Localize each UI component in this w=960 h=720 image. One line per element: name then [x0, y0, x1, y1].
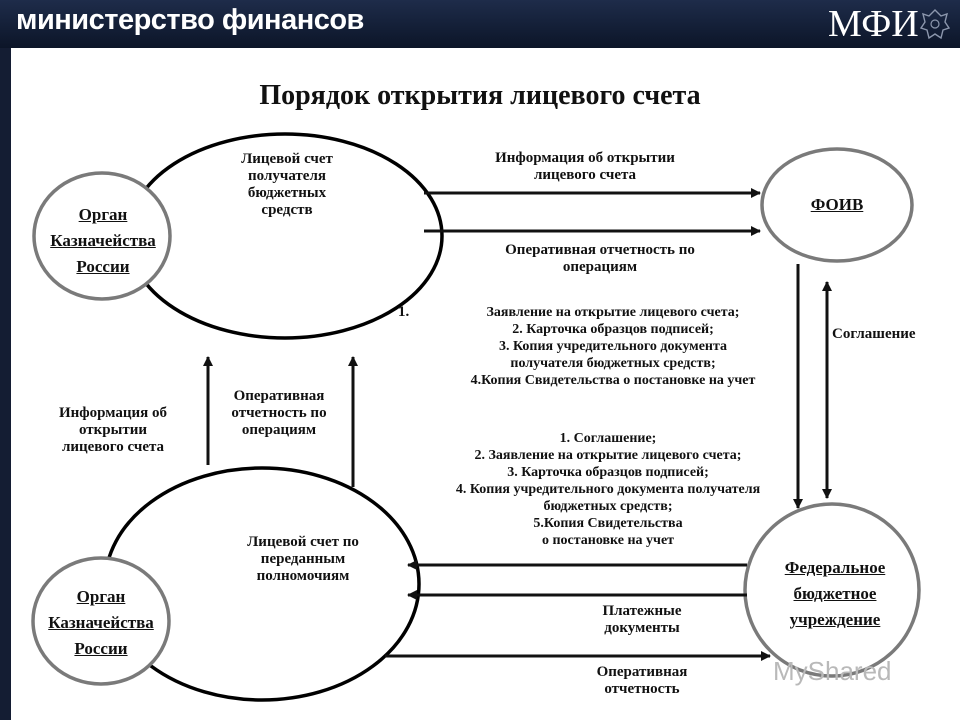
foiv-ellipse — [760, 147, 914, 263]
ministry-title: министерство финансов — [16, 4, 364, 36]
treasury-bottom-text: Орган Казначейства России — [48, 587, 154, 658]
header-bar: министерство финансов МФИ — [0, 0, 960, 48]
page-title: Порядок открытия лицевого счета — [259, 80, 701, 111]
coat-of-arms-icon — [919, 9, 951, 40]
treasury-bottom-ellipse — [31, 556, 171, 686]
agreement-label: Соглашение — [832, 326, 916, 342]
info-opening-left-text: Информация об открытии лицевого счета — [58, 405, 168, 455]
info-opening-top-label: Информация об открытии лицевого счета — [440, 150, 730, 184]
docs-institution-text: 1. Соглашение; 2. Заявление на открытие … — [455, 431, 761, 548]
logo-text: МФИ — [828, 3, 919, 45]
payment-documents-label: Платежные документы — [572, 603, 712, 637]
treasury-bottom-label: Орган Казначейства России — [36, 584, 166, 662]
account-delegated-label: Лицевой счет по переданным полномочиям — [218, 534, 388, 585]
operational-reporting-top-text: Оперативная отчетность по операциям — [505, 242, 695, 275]
docs-foiv-text: Заявление на открытие лицевого счета; 2.… — [470, 305, 756, 388]
federal-institution-label: Федеральное бюджетное учреждение — [760, 555, 910, 633]
treasury-top-label: Орган Казначейства России — [38, 202, 168, 280]
info-opening-top-text: Информация об открытии лицевого счета — [495, 150, 675, 183]
federal-institution-text: Федеральное бюджетное учреждение — [784, 558, 886, 629]
treasury-top-text: Орган Казначейства России — [50, 205, 156, 276]
operational-reporting-middle-label: Оперативная отчетность по операциям — [208, 388, 350, 439]
operational-reporting-bottom-text: Оперативная отчетность — [596, 664, 688, 697]
docs-foiv-number: 1. — [398, 304, 410, 320]
docs-institution-label: 1. Соглашение; 2. Заявление на открытие … — [398, 430, 818, 549]
operational-reporting-middle-text: Оперативная отчетность по операциям — [231, 388, 327, 438]
ministry-logo: МФИ — [828, 2, 919, 46]
docs-foiv-label: Заявление на открытие лицевого счета; 2.… — [408, 304, 818, 389]
watermark: MyShared — [773, 656, 892, 687]
foiv-text: ФОИВ — [810, 195, 864, 214]
account-delegated-text: Лицевой счет по переданным полномочиям — [247, 534, 359, 584]
payment-documents-text: Платежные документы — [602, 603, 682, 636]
left-accent-bar — [0, 48, 11, 720]
account-recipient-text: Лицевой счет получателя бюджетных средст… — [241, 151, 333, 218]
watermark-text: MyShared — [773, 656, 892, 686]
info-opening-left-label: Информация об открытии лицевого счета — [28, 405, 198, 456]
foiv-label: ФОИВ — [780, 196, 894, 213]
account-recipient-label: Лицевой счет получателя бюджетных средст… — [212, 151, 362, 219]
operational-reporting-top-label: Оперативная отчетность по операциям — [450, 242, 750, 276]
federal-institution-ellipse — [743, 502, 921, 678]
treasury-top-ellipse — [32, 171, 172, 301]
operational-reporting-bottom-label: Оперативная отчетность — [572, 664, 712, 698]
